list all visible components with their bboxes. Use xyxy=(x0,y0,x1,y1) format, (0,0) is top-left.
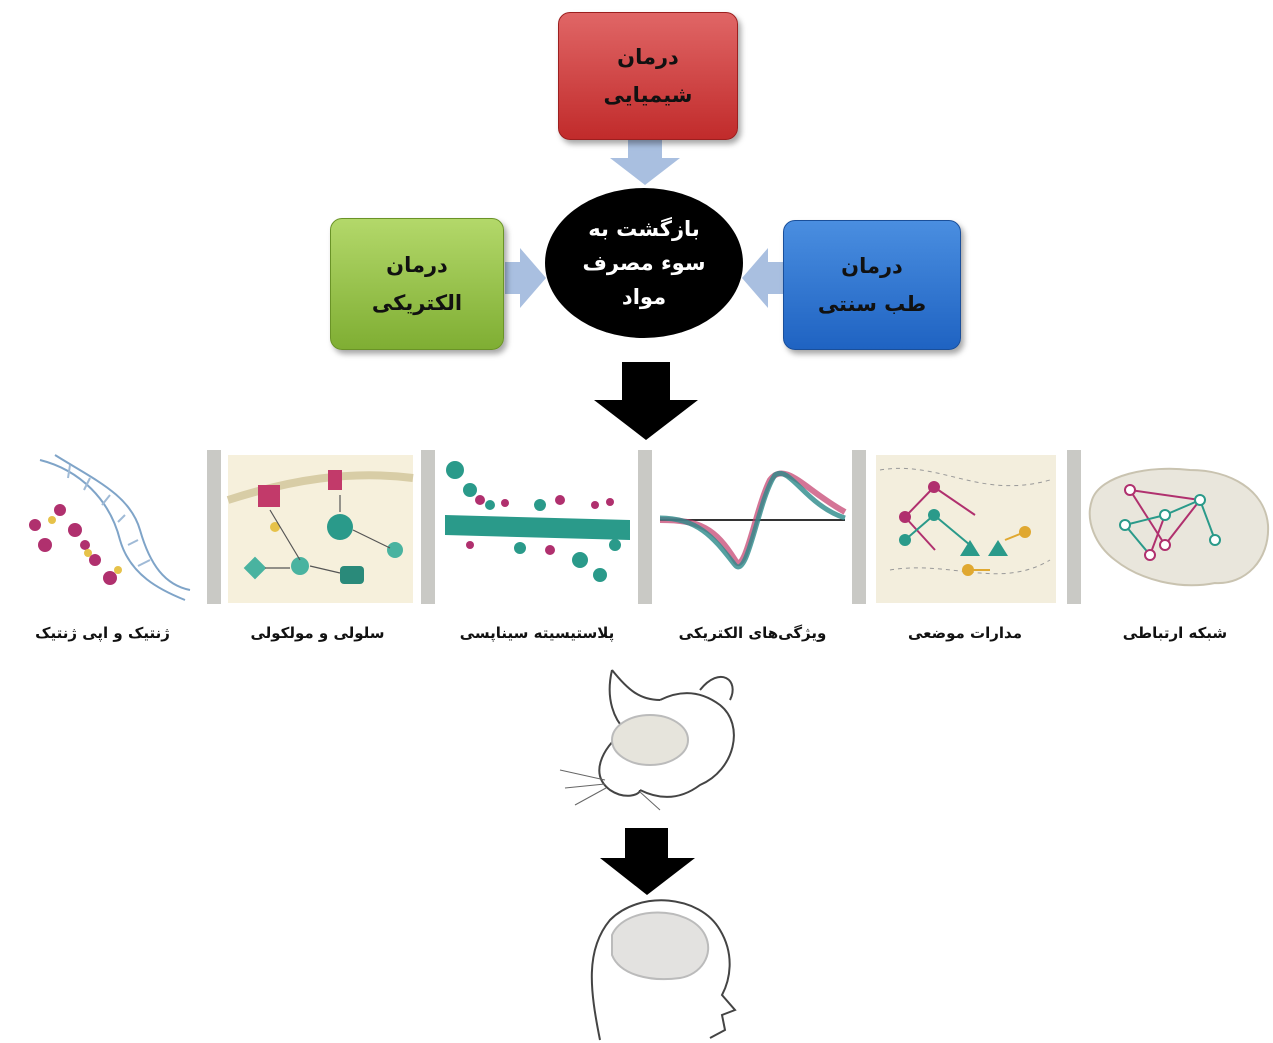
electrical-therapy-box: درمان الکتریکی xyxy=(330,218,504,350)
human-head-icon xyxy=(590,899,737,1041)
mouse-icon xyxy=(559,669,735,811)
dendrite-icon xyxy=(445,461,630,582)
brain-network-icon xyxy=(1088,467,1270,587)
traditional-medicine-box: درمان طب سنتی xyxy=(783,220,961,350)
chemical-therapy-box: درمان شیمیایی xyxy=(558,12,738,140)
panel-label-network: شبکه ارتباطی xyxy=(1122,624,1228,642)
arrow-mouse-to-human xyxy=(600,828,695,895)
panel-label-electrical: ویژگی‌های الکتریکی xyxy=(678,624,827,642)
arrow-elec-to-center xyxy=(505,248,546,308)
chemical-therapy-line2: شیمیایی xyxy=(603,83,693,107)
waveform-icon xyxy=(659,470,847,570)
dna-helix-icon xyxy=(29,454,191,601)
chemical-therapy-line1: درمان xyxy=(617,45,679,69)
panel-label-genetics: ژنتیک و اپی ژنتیک xyxy=(35,624,170,642)
electrical-therapy-line1: درمان xyxy=(386,253,448,277)
relapse-center-node: بازگشت به سوء مصرف مواد xyxy=(545,188,743,338)
panel-label-cellular: سلولی و مولکولی xyxy=(250,624,385,642)
center-line1: بازگشت به xyxy=(588,217,700,241)
center-line3: مواد xyxy=(621,285,667,309)
panel-label-circuits: مدارات موضعی xyxy=(908,624,1022,642)
panel-label-synaptic: پلاستیسیته سیناپسی xyxy=(459,624,615,642)
electrical-therapy-line2: الکتریکی xyxy=(371,291,463,315)
arrow-chem-to-center xyxy=(610,140,680,185)
cell-molecular-icon xyxy=(226,455,414,603)
arrow-trad-to-center xyxy=(742,248,783,308)
arrow-center-down xyxy=(594,362,698,440)
traditional-medicine-line2: طب سنتی xyxy=(817,292,927,316)
center-line2: سوء مصرف xyxy=(582,251,706,275)
local-circuit-icon xyxy=(876,455,1056,603)
traditional-medicine-line1: درمان xyxy=(841,254,903,278)
